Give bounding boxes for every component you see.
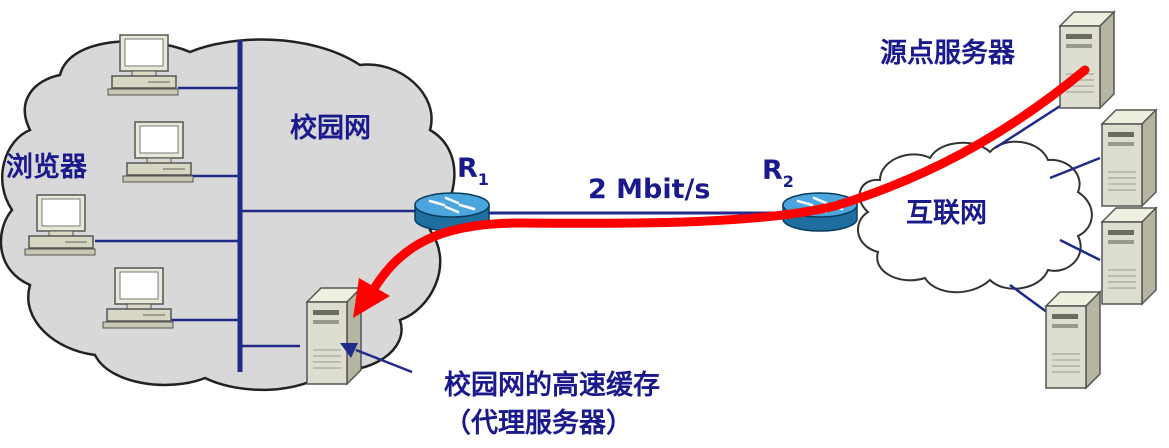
- campus-network-label: 校园网: [290, 112, 371, 144]
- router-r1-main: R: [457, 153, 478, 184]
- origin-server-icon: [1059, 11, 1115, 109]
- origin-server-label: 源点服务器: [880, 38, 1016, 69]
- data-flow-arrow: [367, 65, 1090, 297]
- router-r2-main: R: [762, 155, 783, 186]
- data-flow-arrowhead: [353, 278, 390, 318]
- router-r1-label: R1: [457, 153, 489, 189]
- server-link-3: [1059, 238, 1101, 262]
- cache-pointer-arrowhead: [340, 343, 358, 358]
- link-speed-label: 2 Mbit/s: [588, 174, 710, 205]
- cache-label-line1: 校园网的高速缓存: [444, 369, 660, 401]
- tower-server-icon: [1045, 291, 1101, 389]
- tower-server-icon: [1101, 109, 1157, 207]
- internet-label: 互联网: [906, 198, 987, 229]
- cache-server-icon: [306, 287, 362, 385]
- browser-label: 浏览器: [6, 151, 88, 183]
- router-r2-subscript: 2: [783, 172, 794, 191]
- router-r1-subscript: 1: [478, 170, 489, 189]
- tower-server-icon: [1101, 207, 1157, 305]
- router-r2-label: R2: [762, 155, 794, 191]
- cache-pointer-line: [355, 348, 413, 374]
- cache-label-line2: （代理服务器）: [444, 408, 633, 439]
- server-link-2: [1049, 156, 1101, 180]
